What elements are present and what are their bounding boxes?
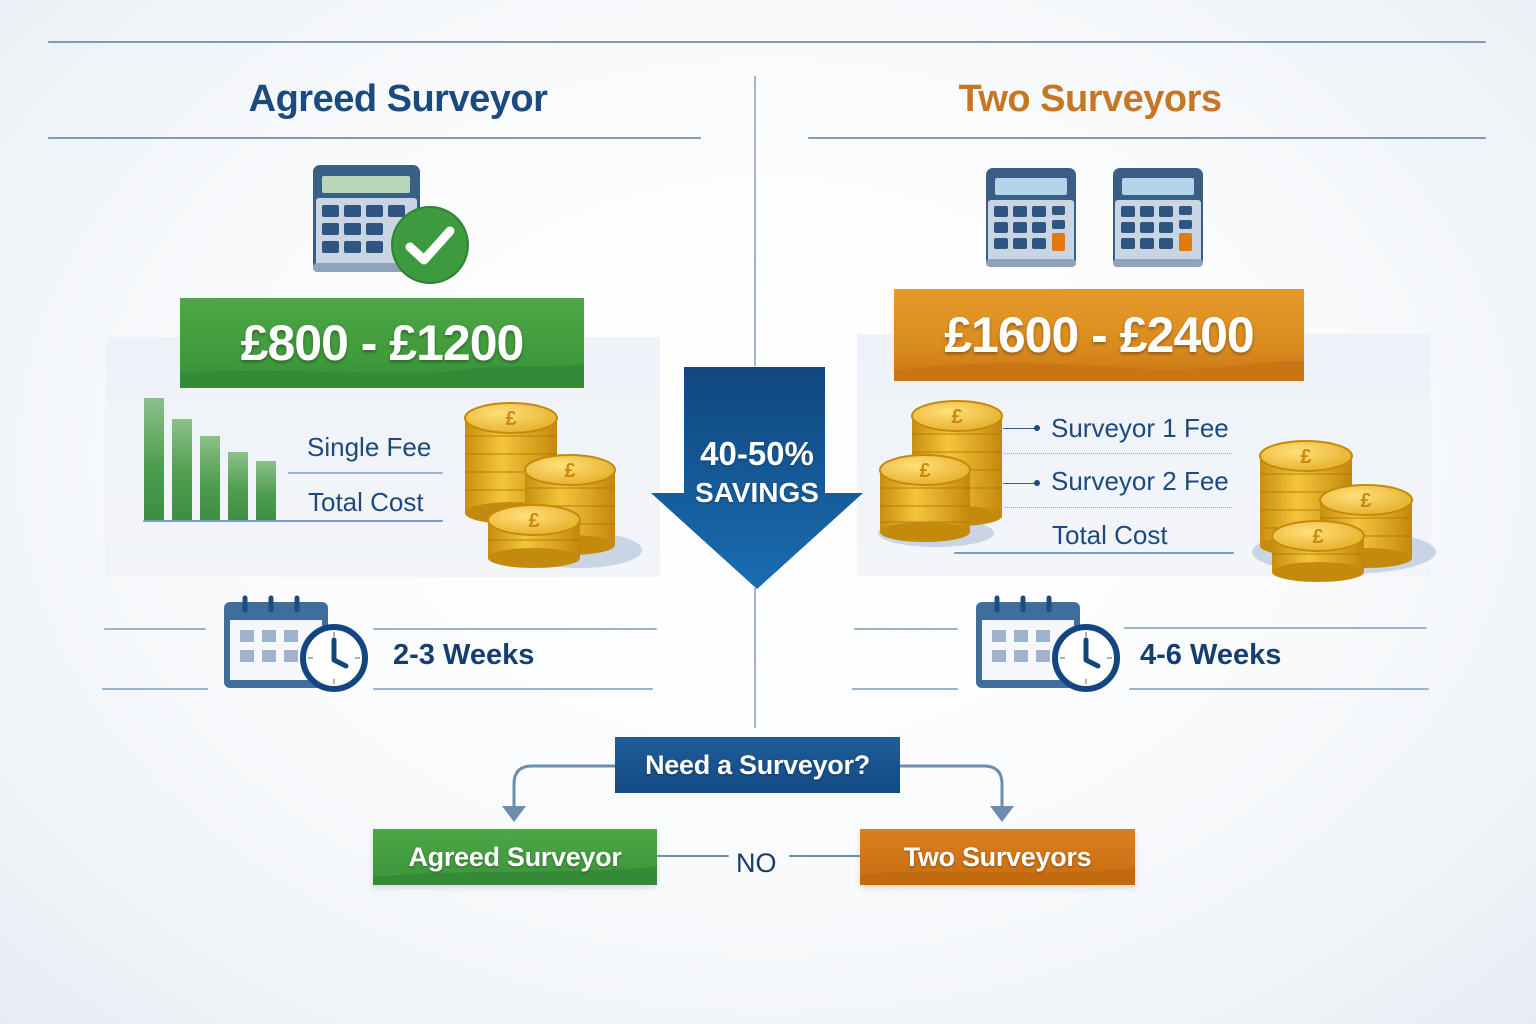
agreed-price-text: £800 - £1200	[240, 315, 525, 371]
two-surveyors-price-text: £1600 - £2400	[944, 307, 1255, 363]
svg-text:£: £	[951, 406, 962, 428]
bar-chart-icon	[143, 396, 283, 522]
agreed-surveyor-option-text: Agreed Surveyor	[408, 841, 622, 872]
agreed-timeline-line-right-bottom	[373, 688, 653, 690]
two-timeline-line-left-top	[854, 628, 958, 630]
flowchart-connectors	[502, 764, 1014, 822]
savings-arrow: 40-50% SAVINGS	[651, 367, 863, 589]
surveyor2-bullet	[1034, 480, 1040, 486]
two-timeline-line-right-bottom	[1129, 688, 1429, 690]
two-surveyors-price-banner: £1600 - £2400	[894, 289, 1304, 381]
calculator-icon-2	[1113, 168, 1203, 268]
svg-text:£: £	[919, 460, 930, 482]
svg-text:£: £	[1312, 526, 1323, 548]
svg-text:£: £	[1300, 446, 1311, 468]
no-connector-left	[657, 855, 729, 857]
savings-label: SAVINGS	[695, 477, 819, 508]
two-surveyors-option-box[interactable]: Two Surveyors	[860, 829, 1135, 885]
surveyor-1-fee-label: Surveyor 1 Fee	[1051, 413, 1229, 443]
pound-coins-icon-left: £ £	[876, 398, 1011, 548]
agreed-surveyor-option-box[interactable]: Agreed Surveyor	[373, 829, 657, 885]
svg-text:£: £	[528, 510, 539, 532]
two-surveyors-timeline-text: 4-6 Weeks	[1140, 639, 1282, 671]
calculator-icon-1	[986, 168, 1076, 268]
two-surveyors-option-text: Two Surveyors	[903, 841, 1092, 872]
two-surveyors-total-underline	[954, 552, 1234, 554]
center-divider-top	[754, 76, 756, 366]
no-connector-label: NO	[736, 848, 777, 878]
agreed-timeline-line-left-bottom	[102, 688, 208, 690]
calendar-clock-icon-right	[974, 594, 1124, 694]
svg-text:£: £	[505, 408, 516, 430]
surveyor2-connector	[1003, 483, 1037, 484]
single-fee-divider	[288, 472, 443, 474]
checkmark-icon	[390, 205, 470, 285]
agreed-price-banner: £800 - £1200	[180, 298, 584, 388]
agreed-surveyor-title: Agreed Surveyor	[248, 78, 548, 120]
two-surveyors-total-cost-label: Total Cost	[1052, 520, 1168, 550]
svg-text:£: £	[564, 460, 575, 482]
center-divider-bottom	[754, 588, 756, 728]
calculator-icon	[313, 165, 421, 273]
need-surveyor-question-box[interactable]: Need a Surveyor?	[615, 737, 900, 793]
surveyor1-divider	[1004, 453, 1232, 454]
two-timeline-line-right-top	[1124, 627, 1427, 629]
savings-percent: 40-50%	[700, 435, 814, 472]
agreed-timeline-text: 2-3 Weeks	[393, 639, 535, 671]
surveyor2-divider	[1004, 507, 1232, 508]
agreed-title-underline	[48, 137, 701, 139]
agreed-timeline-line-left-top	[104, 628, 206, 630]
agreed-timeline-line-right-top	[373, 628, 657, 630]
svg-text:£: £	[1360, 490, 1371, 512]
calendar-clock-icon	[222, 594, 372, 694]
agreed-total-cost-label: Total Cost	[308, 487, 424, 517]
agreed-chart-baseline	[143, 520, 443, 522]
two-surveyors-title-underline	[808, 137, 1486, 139]
two-surveyors-title: Two Surveyors	[958, 78, 1222, 120]
need-surveyor-question-text: Need a Surveyor?	[645, 749, 870, 780]
surveyor1-bullet	[1034, 425, 1040, 431]
pound-coins-icon: £ £ £	[460, 400, 645, 575]
single-fee-label: Single Fee	[307, 432, 432, 462]
surveyor-2-fee-label: Surveyor 2 Fee	[1051, 466, 1229, 496]
two-timeline-line-left-bottom	[852, 688, 958, 690]
surveyor1-connector	[1003, 428, 1037, 429]
top-divider	[48, 41, 1486, 43]
pound-coins-icon-right: £ £ £	[1244, 440, 1439, 590]
no-connector-right	[789, 855, 860, 857]
